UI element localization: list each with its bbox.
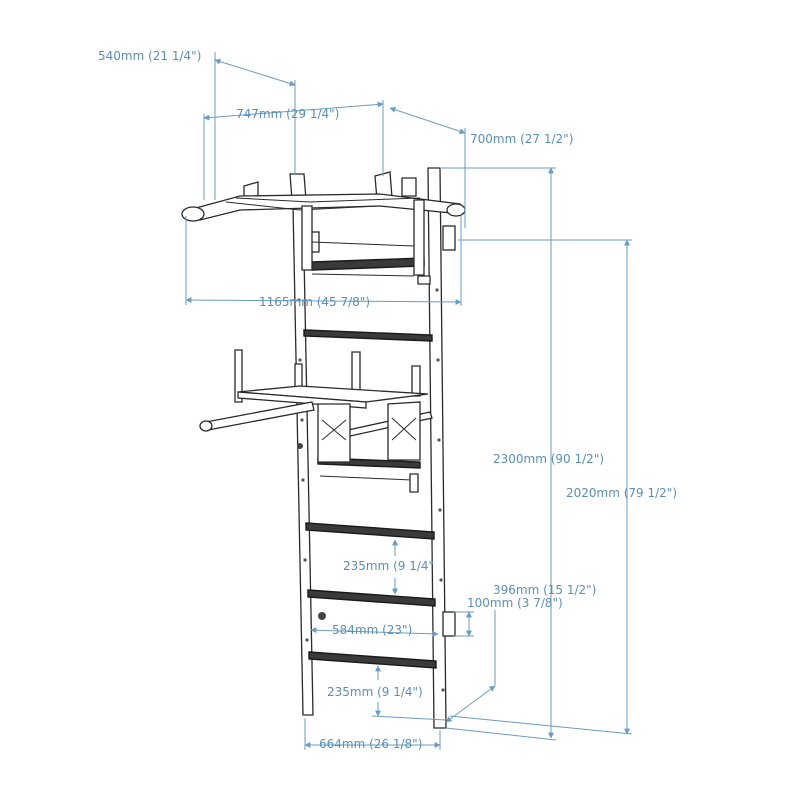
- dim-bracket-offset: 100mm (3 7/8"): [467, 596, 563, 610]
- dim-total-height: 2300mm (90 1/2"): [493, 452, 604, 466]
- rungs: [303, 257, 437, 669]
- rung: [307, 589, 436, 607]
- dim-top-depth: 540mm (21 1/4"): [98, 49, 201, 63]
- ladder-frame: [292, 167, 456, 729]
- dim-frame-width: 664mm (26 1/8"): [319, 737, 422, 751]
- rung: [303, 329, 433, 342]
- dip-post: [411, 365, 421, 397]
- wall-bracket: [442, 225, 456, 251]
- bar-arm: [301, 205, 313, 271]
- bar-arm: [413, 199, 425, 276]
- right-grip: [446, 203, 466, 217]
- left-grip: [181, 206, 205, 222]
- right-rail: [427, 167, 447, 729]
- dimension-lines: [185, 52, 633, 750]
- side-plate: [387, 401, 421, 461]
- dip-post: [351, 351, 361, 393]
- left-rail: [292, 204, 314, 716]
- dip-station: [199, 349, 433, 493]
- rung: [308, 651, 437, 669]
- wall-bracket: [442, 611, 456, 637]
- side-plate: [317, 403, 351, 463]
- rung: [305, 522, 435, 540]
- dim-upper-bar-width: 747mm (29 1/4"): [236, 107, 339, 121]
- dim-base-depth: 396mm (15 1/2"): [493, 583, 596, 597]
- bolt: [318, 612, 326, 620]
- bar-post: [401, 177, 417, 197]
- dip-post: [234, 349, 243, 403]
- dim-ladder-height: 2020mm (79 1/2"): [566, 486, 677, 500]
- dim-rung-spacing-upper: 235mm (9 1/4": [343, 559, 434, 573]
- dim-rung-width: 584mm (23"): [332, 623, 412, 637]
- rung: [311, 257, 425, 271]
- dim-bracket-depth: 700mm (27 1/2"): [470, 132, 573, 146]
- dim-rung-spacing-lower: 235mm (9 1/4"): [327, 685, 423, 699]
- pull-up-bar: [181, 171, 466, 285]
- dimension-labels: 540mm (21 1/4") 747mm (29 1/4") 700mm (2…: [98, 49, 677, 751]
- dim-overall-span: 1165mm (45 7/8"): [259, 295, 370, 309]
